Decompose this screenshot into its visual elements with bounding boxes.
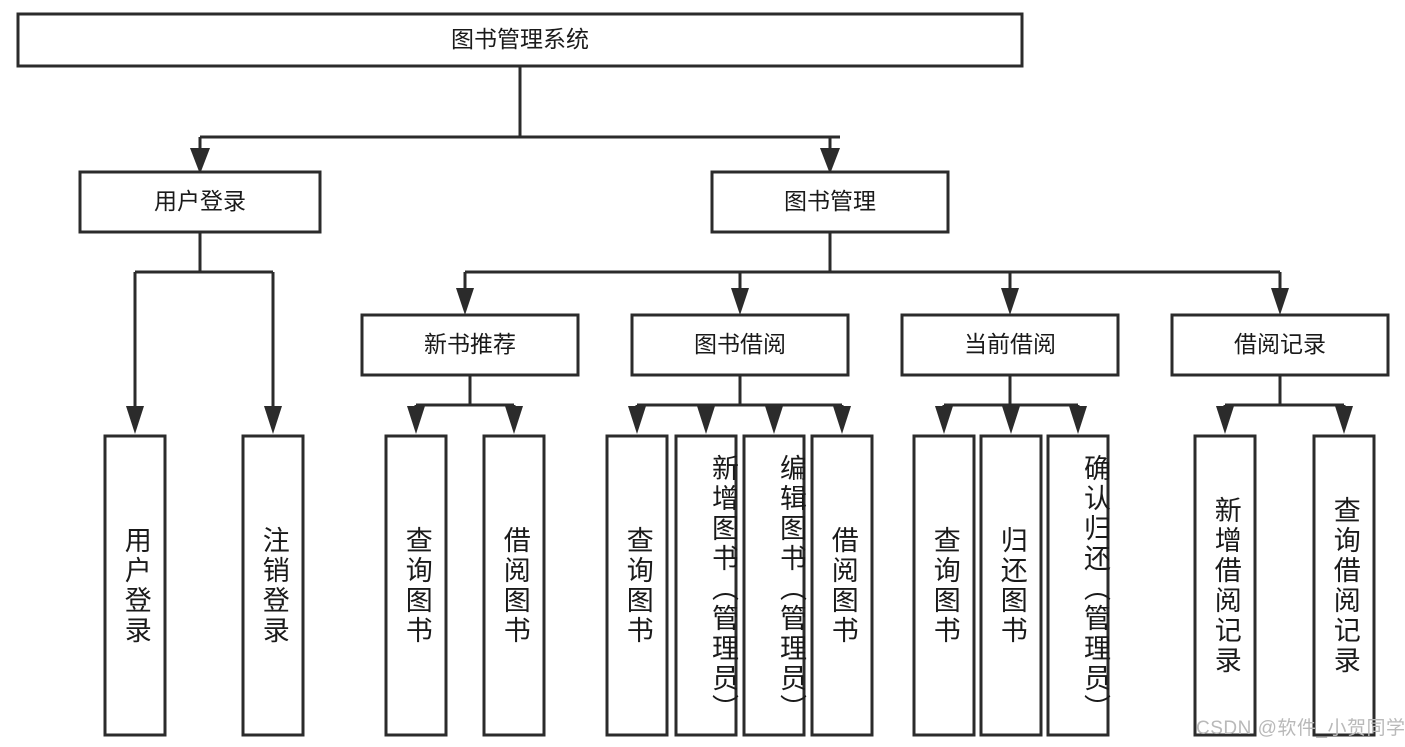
node-user-login[interactable]: 用户登录 [78, 170, 322, 234]
node-new-book-recommend[interactable]: 新书推荐 [360, 313, 580, 377]
arrowhead-to-leaf-add-record [1216, 406, 1234, 434]
node-borrow-record[interactable]: 借阅记录 [1170, 313, 1390, 377]
arrowhead-to-leaf-query-book-1 [407, 406, 425, 434]
leaf-query-record-box[interactable] [1312, 434, 1376, 737]
node-book-manage-box[interactable] [710, 170, 950, 234]
arrowhead-to-leaf-borrow-book-2 [833, 406, 851, 434]
arrowhead-to-book-manage [820, 148, 840, 174]
csdn-watermark: CSDN @软件_小贺同学 [1196, 718, 1405, 739]
node-borrow-record-label: 借阅记录 [1234, 331, 1326, 357]
leaf-return-book-box[interactable] [979, 434, 1043, 737]
leaf-add-record-box[interactable] [1193, 434, 1257, 737]
node-book-manage-label: 图书管理 [784, 188, 876, 214]
node-current-borrow-box[interactable] [900, 313, 1120, 377]
arrowhead-to-book-borrow [731, 288, 749, 315]
node-root[interactable]: 图书管理系统 [16, 12, 1024, 68]
node-root-label: 图书管理系统 [451, 26, 589, 52]
node-new-book-recommend-box[interactable] [360, 313, 580, 377]
connector-root-bus [198, 66, 840, 160]
node-user-login-box[interactable] [78, 170, 322, 234]
connector-user-login-bus [133, 232, 275, 415]
connector-book-manage-bus [463, 232, 1282, 295]
arrowhead-to-new-book-recommend [456, 288, 474, 315]
arrowhead-to-leaf-add-book [697, 406, 715, 434]
node-book-borrow-box[interactable] [630, 313, 850, 377]
node-root-box[interactable] [16, 12, 1024, 68]
connector-book-borrow-bus [635, 375, 844, 415]
arrowhead-to-leaf-borrow-book-1 [505, 406, 523, 434]
connector-borrow-record-bus [1223, 375, 1346, 415]
leaf-user-login-box[interactable] [103, 434, 167, 737]
arrowhead-to-leaf-logout-login [264, 406, 282, 434]
leaf-box-group [103, 434, 1376, 737]
arrowhead-to-current-borrow [1001, 288, 1019, 315]
arrowhead-to-leaf-confirm-return [1069, 406, 1087, 434]
node-new-book-recommend-label: 新书推荐 [424, 331, 516, 357]
node-user-login-label: 用户登录 [154, 188, 246, 214]
leaf-query-book-3-box[interactable] [912, 434, 976, 737]
leaf-confirm-return-box[interactable] [1046, 434, 1110, 737]
arrowhead-to-leaf-query-book-2 [628, 406, 646, 434]
arrowhead-to-leaf-query-book-3 [935, 406, 953, 434]
node-current-borrow[interactable]: 当前借阅 [900, 313, 1120, 377]
connector-group [126, 66, 1353, 434]
arrowhead-to-leaf-edit-book [765, 406, 783, 434]
node-book-manage[interactable]: 图书管理 [710, 170, 950, 234]
leaf-edit-book-box[interactable] [742, 434, 806, 737]
leaf-query-book-2-box[interactable] [605, 434, 669, 737]
connector-new-book-recommend-bus [414, 375, 516, 415]
leaf-query-book-1-box[interactable] [384, 434, 448, 737]
leaf-borrow-book-2-box[interactable] [810, 434, 874, 737]
arrowhead-to-leaf-user-login [126, 406, 144, 434]
node-book-borrow[interactable]: 图书借阅 [630, 313, 850, 377]
arrowhead-to-leaf-return-book [1002, 406, 1020, 434]
leaf-logout-login-box[interactable] [241, 434, 305, 737]
node-current-borrow-label: 当前借阅 [964, 331, 1056, 357]
node-book-borrow-label: 图书借阅 [694, 331, 786, 357]
arrowhead-to-leaf-query-record [1335, 406, 1353, 434]
arrowhead-to-borrow-record [1271, 288, 1289, 315]
leaf-borrow-book-1-box[interactable] [482, 434, 546, 737]
arrowhead-to-user-login [190, 148, 210, 174]
node-borrow-record-box[interactable] [1170, 313, 1390, 377]
leaf-add-book-box[interactable] [674, 434, 738, 737]
